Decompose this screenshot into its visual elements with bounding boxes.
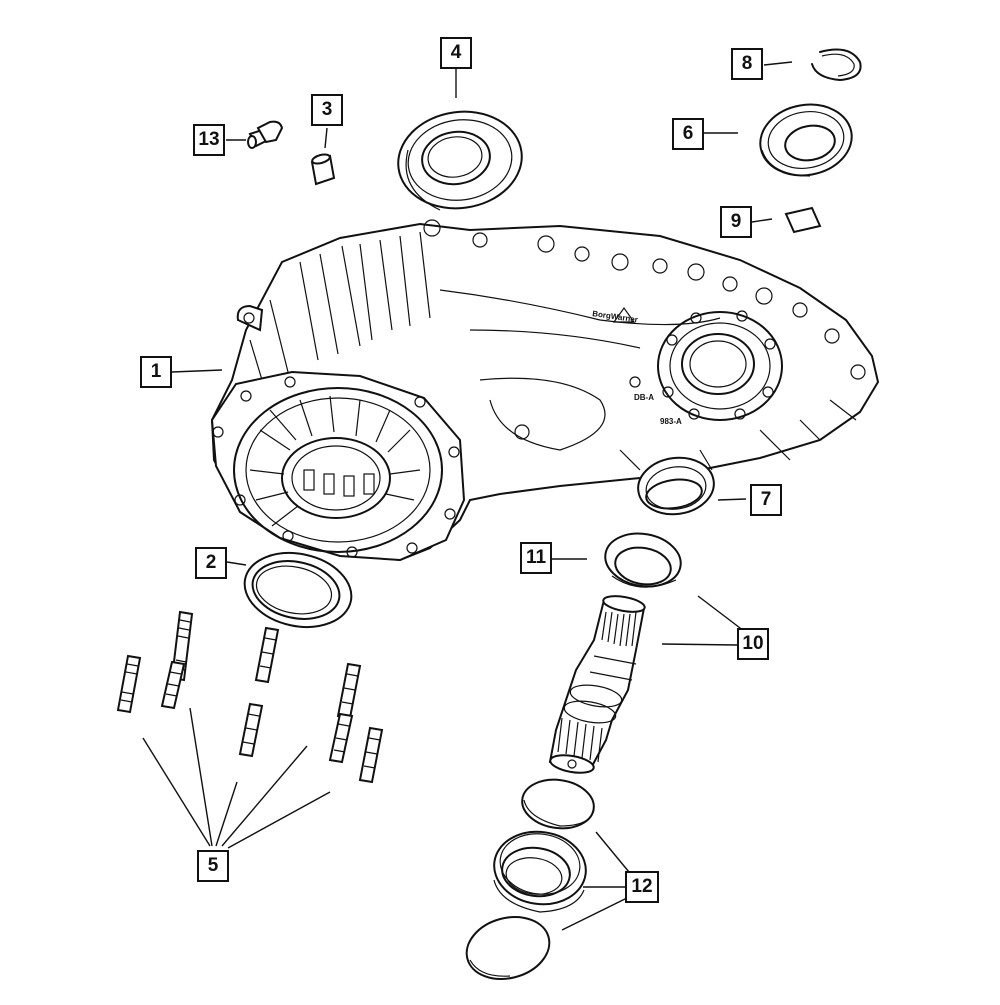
callout-1[interactable]: 1 — [140, 356, 172, 388]
part-7-rear-seal — [637, 456, 715, 516]
callout-10[interactable]: 10 — [737, 628, 769, 660]
stud — [336, 662, 362, 720]
callout-6[interactable]: 6 — [672, 118, 704, 150]
part-12-bearing-set — [465, 778, 595, 980]
part-5-studs — [116, 610, 384, 784]
callout-8[interactable]: 8 — [731, 48, 763, 80]
callout-4[interactable]: 4 — [440, 37, 472, 69]
callout-2[interactable]: 2 — [195, 547, 227, 579]
leader-lines — [142, 61, 793, 931]
part-3-dowel-sleeve — [310, 153, 336, 186]
part-8-snap-ring — [811, 48, 862, 81]
stud — [358, 726, 384, 784]
callout-12[interactable]: 12 — [625, 871, 659, 903]
callout-5[interactable]: 5 — [197, 850, 229, 882]
part-9-key — [784, 206, 822, 234]
part-1-transfer-case-housing: BorgWarner DB-A 983-A — [210, 219, 880, 562]
stud — [160, 660, 186, 710]
part-2-front-seal — [243, 552, 353, 628]
callout-7[interactable]: 7 — [750, 484, 782, 516]
stud — [116, 654, 142, 714]
stud — [328, 712, 354, 764]
part-11-cup — [604, 532, 682, 588]
callout-3[interactable]: 3 — [311, 94, 343, 126]
part-13-elbow-fitting — [247, 120, 284, 149]
stud — [238, 702, 264, 758]
case-code-a: DB-A — [634, 393, 654, 402]
part-4-bearing — [397, 110, 523, 211]
part-6-seal — [759, 103, 853, 177]
callout-11[interactable]: 11 — [520, 542, 552, 574]
part-10-output-shaft — [548, 595, 646, 774]
callout-13[interactable]: 13 — [193, 124, 225, 156]
callout-9[interactable]: 9 — [720, 206, 752, 238]
stud — [254, 626, 280, 684]
case-code-b: 983-A — [660, 417, 682, 426]
